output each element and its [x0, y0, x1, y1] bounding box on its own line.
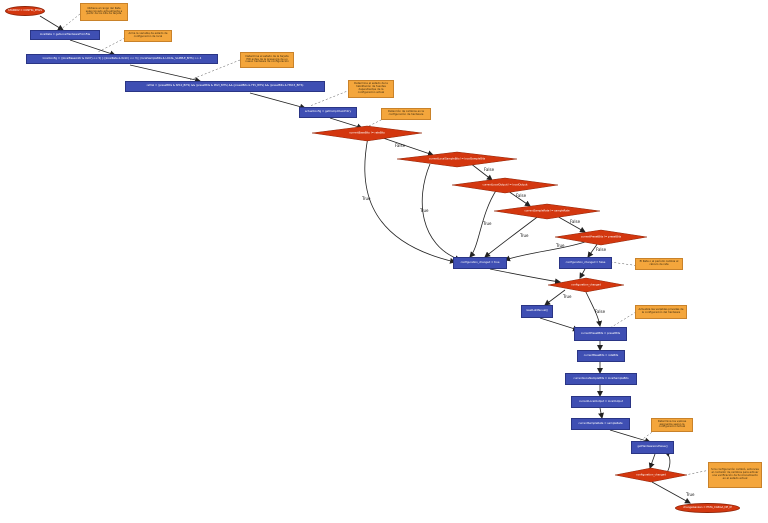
edge-label-d4-false: False: [570, 219, 581, 224]
edge-p1-p2: [69, 39, 116, 57]
start-node: STAR002 = CONFIG_PHGS: [5, 6, 45, 16]
decision-d1-label: currentBaseBits != rateBits: [349, 131, 385, 135]
edge-d3-p5: [469, 188, 498, 258]
edge-p12-p13: [609, 429, 651, 444]
edge-label-d6-false: False: [595, 309, 606, 314]
edge-d7-end: [651, 481, 691, 504]
edge-label-d1-false: False: [395, 143, 406, 148]
process-reset-lat-manual: resetLatManual(): [521, 305, 553, 318]
process-actual-config: actualConfig = getCompChainEntry: [299, 107, 357, 118]
decision-d3-label: currentLocalOutput != localOutput: [482, 183, 528, 187]
note-source-enable: Determina el estado de la habilitación d…: [348, 80, 394, 98]
edge-p3-p4: [249, 92, 306, 110]
edge-label-d3-false: False: [516, 193, 527, 198]
decision-d5-shape: [554, 229, 648, 246]
edge-p5-d6: [489, 268, 561, 285]
process-current-local-output: currentLocalOutput = localOutput: [571, 396, 631, 408]
process-ret-val: retVal = (presetBits & SP10_BITS) && (pr…: [125, 81, 325, 92]
decision-d4-shape: [493, 203, 601, 220]
note-change-detection: Detección de cambios en la configuración…: [381, 108, 431, 120]
process-current-local-sample-bits: currentLocalSampleBits = localSampleBits: [565, 373, 637, 385]
edge-label-d6-true: True: [563, 294, 572, 299]
process-local-config: localConfig = ((localBaseAddr & 0x07) <<…: [26, 54, 218, 64]
note-change-counter: Si la configuración cambió, entonces el …: [708, 462, 762, 488]
note-update-private-vars: Actualiza las variables privadas de la c…: [635, 305, 687, 319]
edge-p6-d6: [579, 268, 586, 279]
edge-d5-p6: [587, 242, 599, 258]
edge-label-d7-true: True: [686, 492, 695, 497]
edge-p4-d1: [329, 117, 363, 130]
edge-label-d5-true: True: [556, 243, 565, 248]
decision-d1-shape: [311, 125, 423, 142]
edge-p7-p8: [539, 317, 579, 332]
edge-label-d2-true: True: [420, 208, 429, 213]
process-get-hardware-and-save: getHardwareAndSave(): [631, 441, 674, 454]
note-rate-range: Obtiene el rango del Rate seleccionado a…: [80, 3, 128, 21]
edge-d5-p5: [504, 241, 586, 262]
edge-d6-p8: [584, 289, 603, 327]
decision-d7-shape: [614, 467, 688, 483]
decision-d2-shape: [396, 151, 518, 168]
edge-d4-d5: [554, 214, 586, 233]
decision-shapes: [311, 125, 688, 483]
edge-label-d5-false: False: [596, 247, 607, 252]
edge-d1-p5: [364, 136, 456, 264]
edge-start-p1: [39, 15, 64, 31]
edge-d4-p5: [484, 214, 541, 258]
edge-d2-d3: [469, 162, 493, 181]
process-current-sample-rate: currentSampleRate = sampleRate: [571, 418, 630, 430]
note-local-state: Arma la variable de estado de configurac…: [124, 30, 172, 42]
process-current-preset-bits: currentPresetBits = presetBits: [574, 327, 627, 341]
decision-d7-label: configuration_changed: [636, 473, 666, 477]
note-rate-change: El Rate o el período cambia el cálculo d…: [635, 258, 683, 270]
edge-d2-p5: [421, 163, 461, 262]
edge-label-d1-true: True: [362, 196, 371, 201]
edge-label-d4-true: True: [520, 233, 529, 238]
process-config-changed-true: configuration_changed = true: [453, 257, 507, 269]
process-config-changed-false: configuration_changed = false: [559, 257, 612, 269]
edge-d1-d2: [379, 136, 434, 157]
process-local-rate: localRate = getLocalHardwareFromFile: [30, 30, 100, 40]
decision-d3-shape: [451, 177, 559, 194]
note-assigned-values: Determina los valores asignados según la…: [651, 418, 693, 432]
edge-p11-p12: [598, 407, 604, 419]
process-current-base-bits: currentBaseBits = rateBits: [577, 350, 625, 362]
edge-label-d3-true: True: [483, 221, 492, 226]
decision-d6-shape: [547, 277, 625, 293]
edge-label-d2-false: False: [484, 167, 495, 172]
edge-p13-d7: [648, 453, 656, 469]
decision-d2-label: currentLocalSampleBits != localSampleBit…: [428, 157, 486, 161]
decision-d4-label: currentSampleRate != sampleRate: [524, 209, 570, 213]
end-node: changeGanzen = ESTA_CARGA_DE_IE: [675, 503, 740, 513]
note-hw-state: Determina el estado de la tarjeta HW ant…: [240, 52, 294, 68]
decision-d5-label: currentPresetBits != presetBits: [580, 235, 622, 239]
edge-p2-p3: [129, 64, 201, 83]
decision-d6-label: configuration_changed: [571, 283, 601, 287]
edge-d6-p7: [544, 289, 566, 306]
